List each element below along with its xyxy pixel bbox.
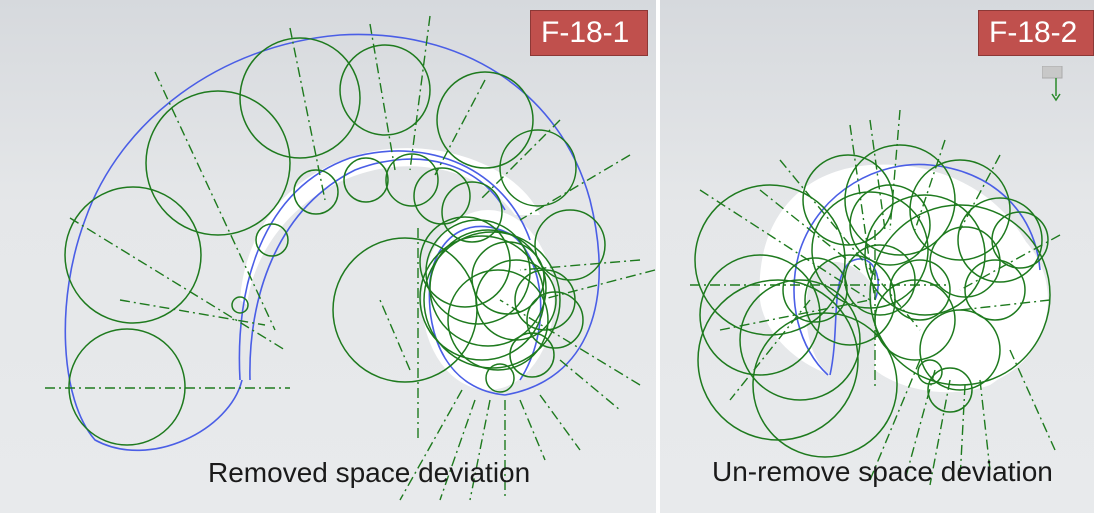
circle: [957, 197, 1043, 283]
circle: [145, 90, 291, 236]
centerline: [1009, 349, 1056, 451]
circle: [739, 279, 861, 401]
right-diagram-panel: F-18-2 Un-remove space deviation: [660, 0, 1094, 513]
circle: [991, 211, 1049, 269]
centerline: [914, 139, 946, 231]
centerline: [959, 154, 1001, 231]
circle: [869, 204, 1051, 386]
circle: [441, 181, 503, 243]
centerline: [499, 299, 641, 386]
circle: [293, 169, 339, 215]
centerline: [409, 15, 431, 171]
figure-badge-f18-1: F-18-1: [530, 10, 648, 56]
centerline: [369, 23, 396, 171]
centerline: [469, 399, 491, 501]
circle: [239, 37, 361, 159]
centerline: [439, 399, 476, 501]
centerline: [289, 27, 326, 201]
right-circles: [694, 144, 1051, 458]
right-caption: Un-remove space deviation: [712, 456, 1053, 487]
centerline: [154, 71, 276, 331]
centerline: [959, 384, 966, 481]
centerline: [399, 389, 463, 501]
circle: [447, 269, 549, 371]
circle: [811, 191, 929, 309]
circle: [909, 159, 1011, 261]
circle: [917, 359, 943, 385]
centerline: [959, 234, 1061, 291]
centerline: [519, 399, 546, 461]
circle: [343, 157, 389, 203]
view-cube-icon: [1042, 66, 1064, 106]
boundary-curve: [428, 225, 542, 396]
circle: [425, 219, 531, 325]
circle: [509, 332, 555, 378]
figure-badge-f18-2: F-18-2: [978, 10, 1094, 56]
circle: [964, 259, 1026, 321]
centerline: [559, 359, 621, 411]
centerline: [434, 79, 486, 176]
circle: [436, 71, 534, 169]
boundary-curve: [64, 33, 601, 452]
circle: [485, 363, 515, 393]
circle: [699, 254, 821, 376]
circle: [429, 229, 547, 347]
circle: [231, 296, 249, 314]
centerline: [959, 299, 1051, 311]
left-caption: Removed space deviation: [208, 457, 531, 488]
centerline: [929, 379, 951, 486]
circle: [339, 44, 431, 136]
left-diagram-canvas: [45, 15, 656, 501]
circle: [804, 254, 896, 346]
circle: [802, 154, 894, 246]
centerline: [119, 299, 266, 326]
right-diagram-canvas: [690, 109, 1061, 486]
centerline: [479, 119, 561, 201]
centerline: [979, 379, 991, 471]
circle: [844, 244, 916, 316]
centerline: [759, 189, 861, 271]
circle: [385, 153, 439, 207]
circle: [844, 144, 956, 256]
circle: [68, 328, 186, 446]
boundary-curve: [238, 150, 531, 381]
left-centerlines: [45, 15, 656, 501]
circle: [332, 237, 478, 383]
circle: [927, 367, 973, 413]
circle: [499, 129, 577, 207]
circle: [534, 209, 606, 281]
centerline: [519, 154, 631, 221]
centerline: [539, 394, 581, 451]
left-diagram-panel: F-18-1 Removed space deviation: [0, 0, 656, 513]
circle: [889, 259, 951, 321]
centerline: [904, 369, 936, 481]
circle: [64, 186, 202, 324]
left-boundary-curves: [64, 33, 601, 452]
circle: [752, 312, 898, 458]
centerline: [69, 217, 286, 351]
circle: [514, 269, 576, 331]
centerline: [869, 119, 886, 231]
left-circles: [64, 37, 606, 446]
panel-divider: [656, 0, 660, 513]
boundary-curve: [249, 158, 506, 381]
circle: [423, 231, 561, 369]
centerline: [869, 359, 921, 481]
centerline: [379, 299, 411, 371]
circle: [694, 184, 846, 336]
centerline: [719, 299, 871, 331]
circle: [864, 194, 986, 316]
circle: [919, 309, 1001, 391]
circle: [849, 184, 931, 266]
circle: [419, 235, 545, 361]
centerline: [849, 124, 876, 301]
circle: [419, 216, 511, 308]
circle: [255, 223, 289, 257]
